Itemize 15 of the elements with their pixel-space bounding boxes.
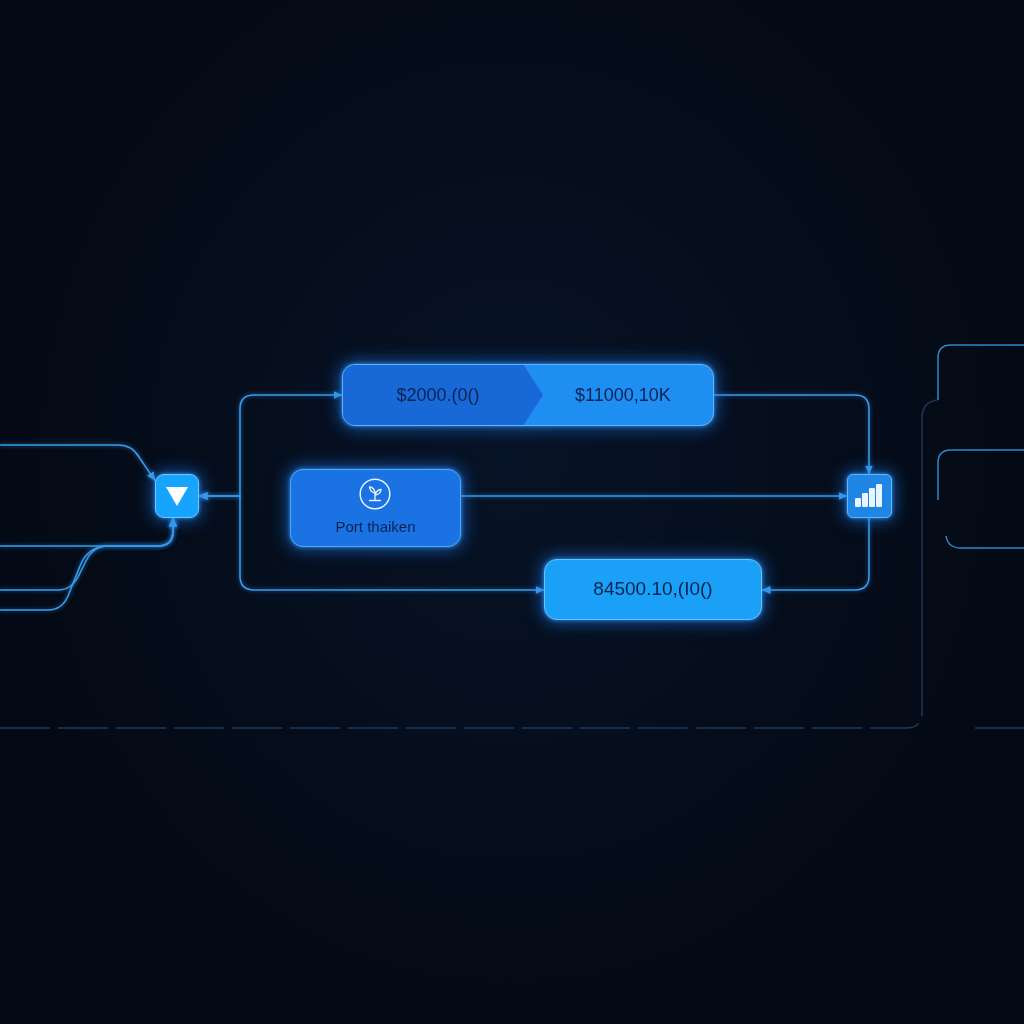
connector-arrow — [713, 394, 873, 475]
connector-arrow — [198, 492, 545, 594]
node-label: $2000.(0() — [395, 384, 481, 406]
node-label: Port thaiken — [334, 517, 417, 537]
node-label: $11000,10K — [574, 384, 672, 406]
split-process-box — [342, 364, 714, 426]
connector-arrow — [460, 492, 848, 500]
icon-tile — [847, 474, 892, 518]
process-box — [290, 469, 461, 547]
process-box — [544, 559, 762, 620]
node-label: 84500.10,(I0() — [592, 578, 714, 600]
connector-arrow — [0, 517, 177, 611]
connector-arrow — [0, 444, 156, 482]
icon-tile — [155, 474, 199, 518]
connector-arrow — [761, 517, 870, 594]
